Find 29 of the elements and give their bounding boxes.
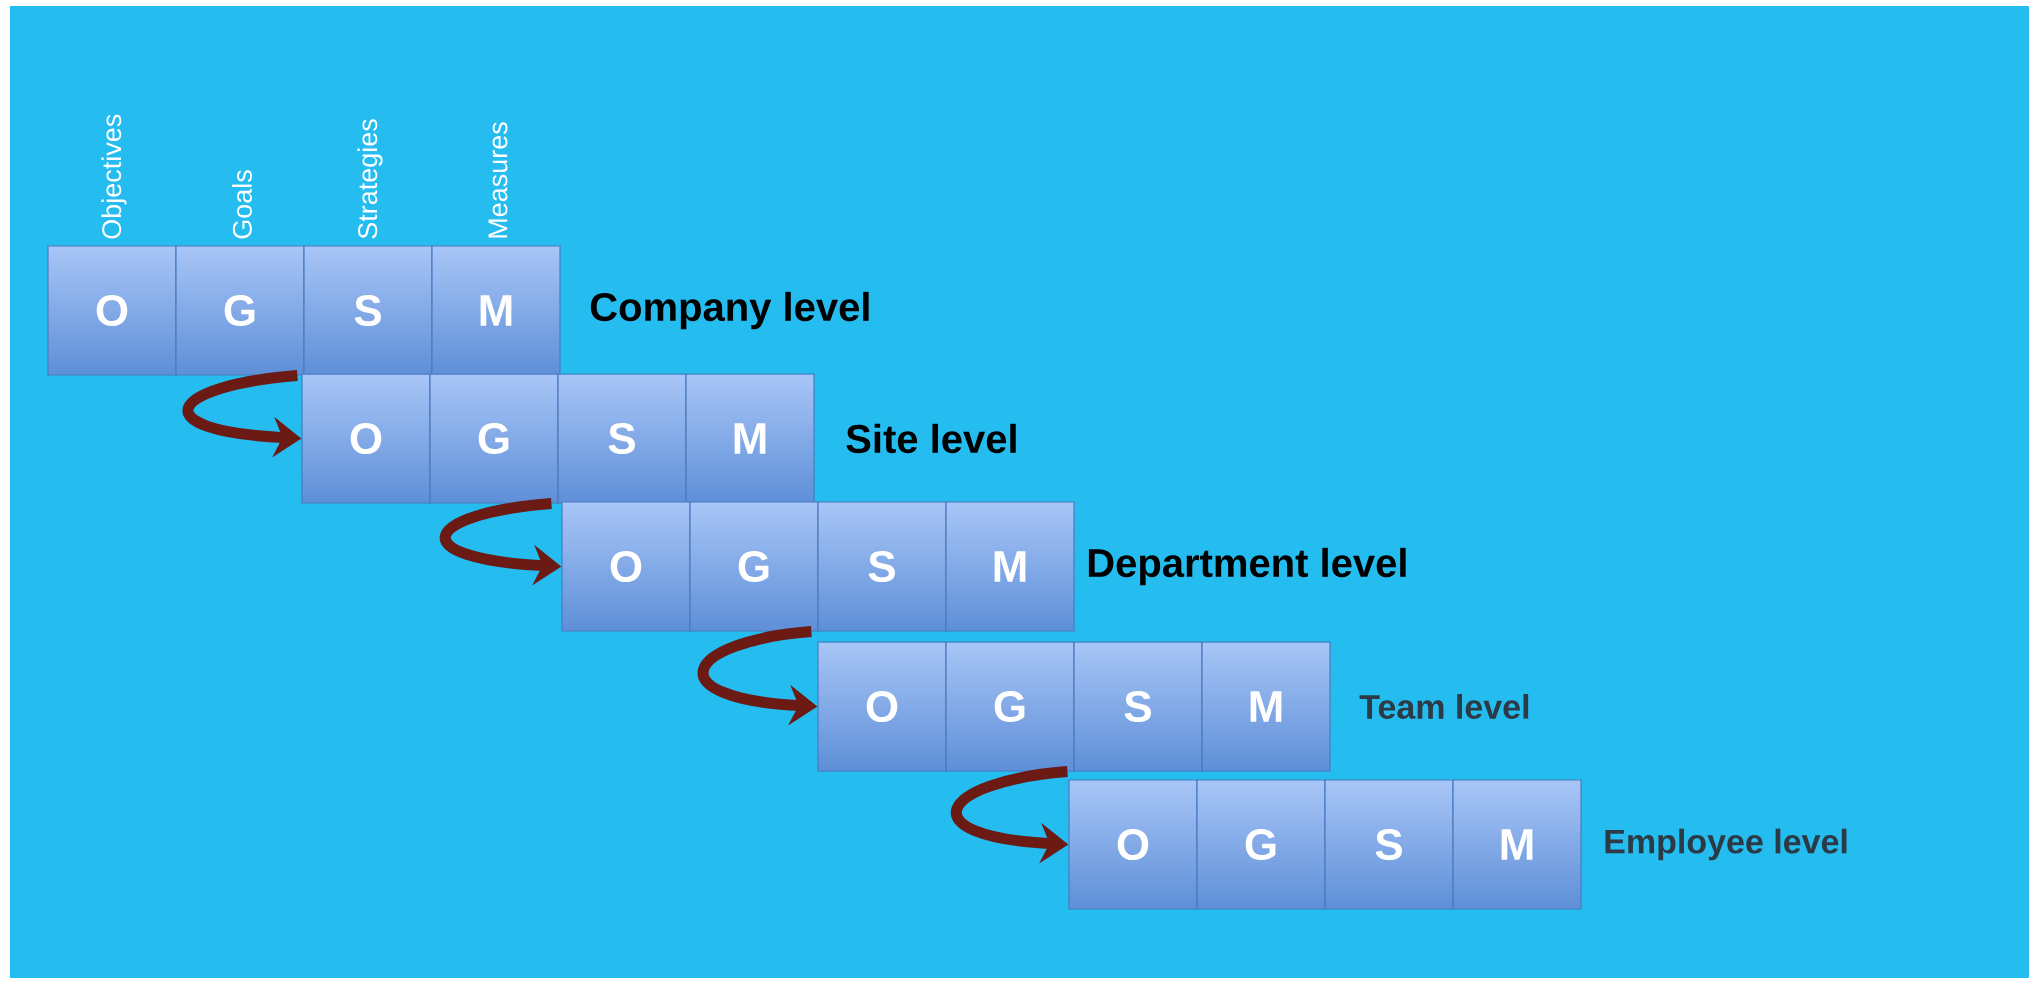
column-heading: Objectives <box>101 114 127 239</box>
level-label: Department level <box>1088 547 1406 586</box>
column-heading: Goals <box>232 170 252 239</box>
letter-box: O <box>1068 779 1198 910</box>
letter-box: S <box>1324 779 1454 910</box>
letter-box: S <box>303 245 433 376</box>
level-label: Employee level <box>1605 828 1847 861</box>
letter-box: G <box>689 501 819 632</box>
letter-box: O <box>817 641 947 772</box>
letter-box: M <box>1452 779 1582 910</box>
letter-box: G <box>175 245 305 376</box>
column-heading: Strategies <box>357 119 383 239</box>
letter-box: G <box>945 641 1075 772</box>
letter-box: M <box>431 245 561 376</box>
level-label: Company level <box>590 291 869 330</box>
letter-box: G <box>1196 779 1326 910</box>
letter-box: M <box>685 373 815 504</box>
letter-box: S <box>817 501 947 632</box>
column-heading: Measures <box>488 122 508 238</box>
level-label: Team level <box>1359 694 1529 719</box>
level-label: Site level <box>846 423 1016 454</box>
letter-box: O <box>47 245 177 376</box>
letter-box: O <box>301 373 431 504</box>
letter-box: M <box>945 501 1075 632</box>
letter-box: M <box>1201 641 1331 772</box>
letter-box: G <box>429 373 559 504</box>
letter-box: O <box>561 501 691 632</box>
letter-box: S <box>1073 641 1203 772</box>
letter-box: S <box>557 373 687 504</box>
